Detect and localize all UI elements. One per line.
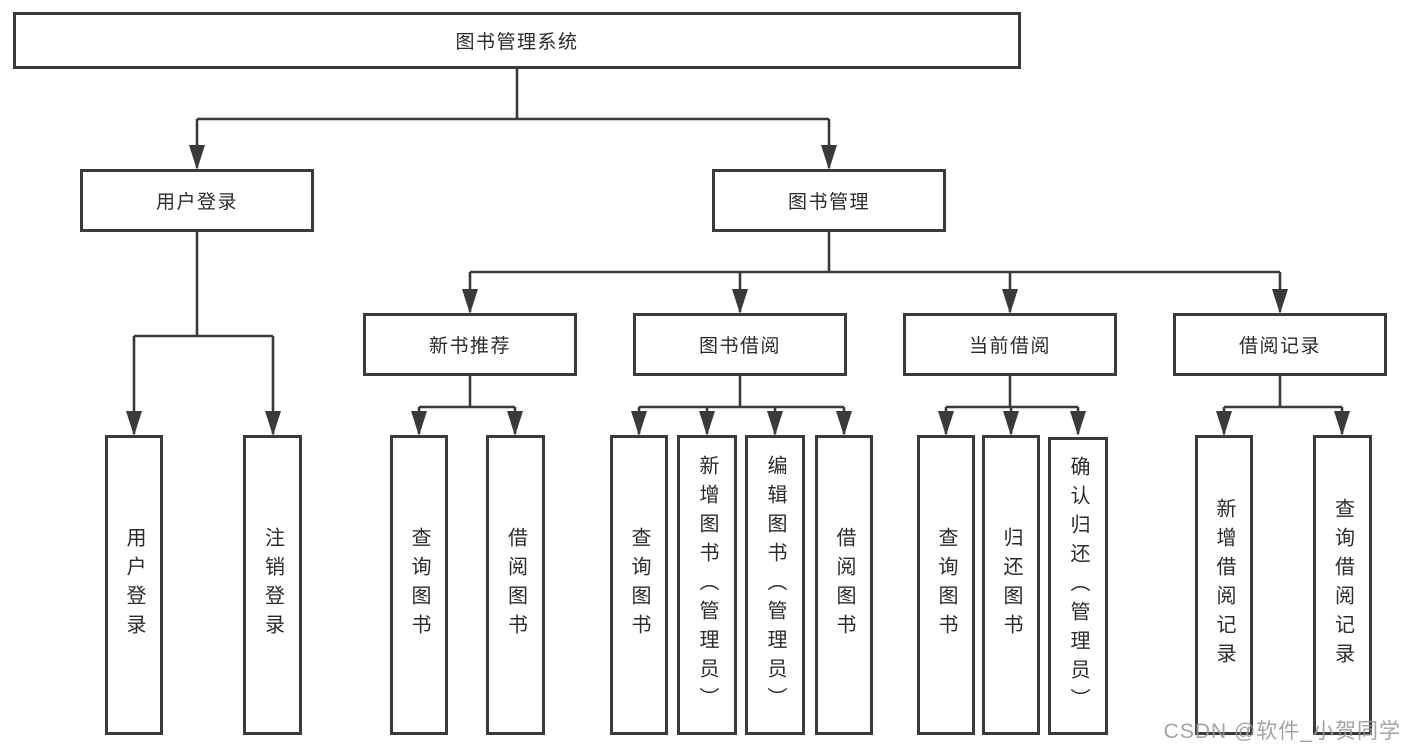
leaf-borrow-query-label: 查询图书 <box>628 527 650 643</box>
node-new-book-recommend-label: 新书推荐 <box>428 336 511 357</box>
arrow-down-icon <box>836 411 852 436</box>
connector-borrow-children <box>631 376 852 436</box>
leaf-user-login-label: 用户登录 <box>123 527 145 643</box>
leaf-user-login: 用户登录 <box>105 435 163 735</box>
leaf-borrow-query: 查询图书 <box>610 435 668 735</box>
leaf-logout: 注销登录 <box>243 435 302 735</box>
leaf-query-borrow-record: 查询借阅记录 <box>1313 435 1372 735</box>
leaf-add-borrow-record: 新增借阅记录 <box>1195 435 1253 735</box>
arrow-down-icon <box>1272 289 1288 314</box>
arrow-down-icon <box>699 411 715 436</box>
leaf-return-book: 归还图书 <box>982 435 1040 735</box>
leaf-borrow-add-admin-label: 新增图书（管理员） <box>696 454 718 716</box>
leaf-borrow-book: 借阅图书 <box>815 435 873 735</box>
leaf-newbook-borrow: 借阅图书 <box>486 435 545 735</box>
arrow-down-icon <box>1070 411 1086 436</box>
leaf-confirm-return-admin-label: 确认归还（管理员） <box>1067 455 1089 717</box>
arrow-down-icon <box>1334 411 1350 436</box>
node-book-management: 图书管理 <box>712 169 946 232</box>
arrow-down-icon <box>462 289 478 314</box>
csdn-watermark: CSDN @软件_小贺同学 <box>1163 720 1401 743</box>
arrow-down-icon <box>507 411 523 436</box>
node-book-borrow: 图书借阅 <box>633 313 847 376</box>
leaf-newbook-query-label: 查询图书 <box>408 527 430 643</box>
leaf-newbook-borrow-label: 借阅图书 <box>504 527 527 643</box>
arrow-down-icon <box>126 411 142 436</box>
arrow-down-icon <box>1003 411 1019 436</box>
leaf-newbook-query: 查询图书 <box>390 435 448 735</box>
arrow-down-icon <box>938 411 954 436</box>
arrow-down-icon <box>631 411 647 436</box>
node-borrow-records: 借阅记录 <box>1173 313 1387 376</box>
connector-current-borrow-children <box>938 376 1086 436</box>
leaf-borrow-edit-admin: 编辑图书（管理员） <box>745 435 805 735</box>
leaf-borrow-edit-admin-label: 编辑图书（管理员） <box>764 454 786 716</box>
node-user-login: 用户登录 <box>80 169 314 232</box>
arrow-down-icon <box>265 411 281 436</box>
node-book-management-label: 图书管理 <box>787 192 870 213</box>
node-current-borrow-label: 当前借阅 <box>968 336 1051 357</box>
leaf-add-borrow-record-label: 新增借阅记录 <box>1213 498 1235 672</box>
arrow-down-icon <box>1216 411 1232 436</box>
node-root-label: 图书管理系统 <box>455 32 579 53</box>
node-user-login-label: 用户登录 <box>155 192 238 213</box>
node-new-book-recommend: 新书推荐 <box>363 313 577 376</box>
leaf-borrow-add-admin: 新增图书（管理员） <box>677 435 737 735</box>
leaf-return-book-label: 归还图书 <box>1000 527 1022 643</box>
arrow-down-icon <box>411 411 427 436</box>
node-book-borrow-label: 图书借阅 <box>698 336 781 357</box>
arrow-down-icon <box>767 411 783 436</box>
arrow-down-icon <box>1002 289 1018 314</box>
leaf-query-borrow-record-label: 查询借阅记录 <box>1331 498 1354 672</box>
node-current-borrow: 当前借阅 <box>903 313 1117 376</box>
connector-root-to-level2 <box>189 69 837 170</box>
leaf-borrow-book-label: 借阅图书 <box>833 527 855 643</box>
node-root: 图书管理系统 <box>13 12 1021 69</box>
arrow-down-icon <box>732 289 748 314</box>
leaf-confirm-return-admin: 确认归还（管理员） <box>1048 437 1108 735</box>
arrow-down-icon <box>189 145 205 170</box>
arrow-down-icon <box>821 145 837 170</box>
connector-user-login-children <box>126 232 281 436</box>
connector-records-children <box>1216 376 1350 436</box>
connector-new-book-children <box>411 376 523 436</box>
leaf-logout-label: 注销登录 <box>261 527 284 643</box>
leaf-current-query: 查询图书 <box>917 435 975 735</box>
node-borrow-records-label: 借阅记录 <box>1238 336 1321 357</box>
connector-book-management-children <box>462 232 1288 314</box>
leaf-current-query-label: 查询图书 <box>935 527 957 643</box>
